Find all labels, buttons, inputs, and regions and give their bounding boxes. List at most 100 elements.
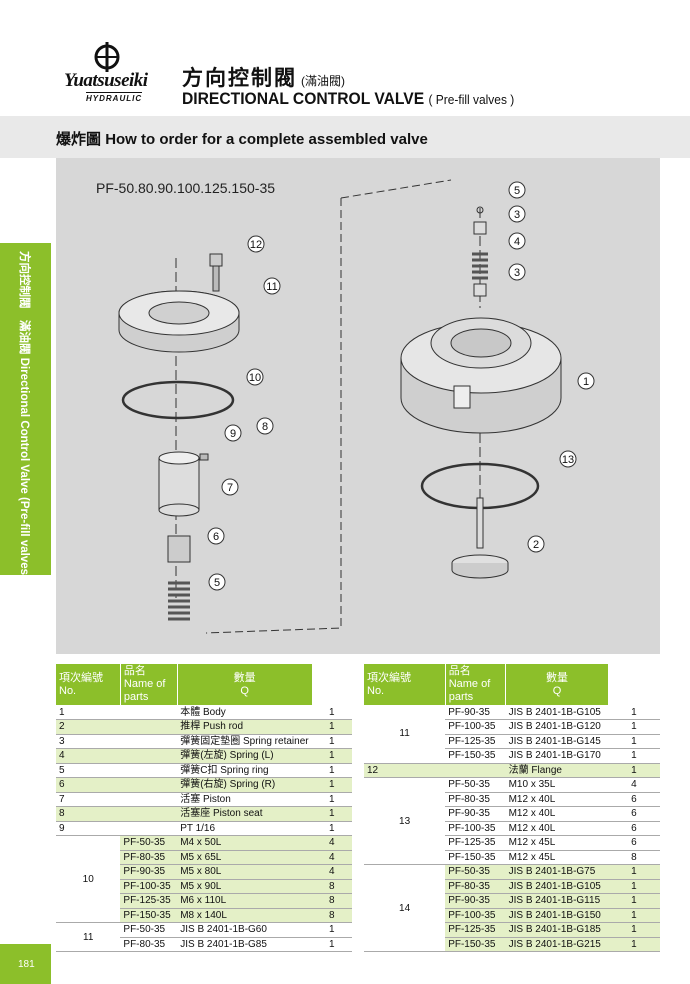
part-name: JIS B 2401-1B-G115 xyxy=(505,893,608,909)
item-number: 10 xyxy=(56,835,121,923)
callout-10: 9 xyxy=(224,424,242,442)
part-name: M5 x 65L xyxy=(177,850,312,865)
part-name: M12 x 45L xyxy=(505,850,608,865)
part-name: M12 x 40L xyxy=(505,792,608,807)
model-variant: PF-125-35 xyxy=(445,835,506,851)
part-name: 彈簧(左旋) Spring (L) xyxy=(177,748,312,764)
item-number: 3 xyxy=(56,734,178,749)
section-header: 爆炸圖 How to order for a complete assemble… xyxy=(0,116,690,158)
part-quantity: 1 xyxy=(607,937,660,952)
svg-text:5: 5 xyxy=(514,185,520,197)
part-quantity: 1 xyxy=(607,893,660,909)
model-variant: PF-80-35 xyxy=(445,792,506,807)
item-number: 7 xyxy=(56,792,178,807)
part-quantity: 1 xyxy=(607,763,660,778)
page-number-box: 181 xyxy=(0,944,51,984)
svg-text:2: 2 xyxy=(533,539,539,551)
item-number: 8 xyxy=(56,806,178,822)
part-name: JIS B 2401-1B-G105 xyxy=(505,705,608,720)
page-title-zh: 方向控制閥 (滿油閥) xyxy=(182,62,345,92)
retainer-3-bottom xyxy=(473,283,487,297)
logo-name: Yuatsuseiki xyxy=(64,70,148,91)
item-number: 1 xyxy=(56,705,178,720)
svg-text:1: 1 xyxy=(583,376,589,388)
svg-text:10: 10 xyxy=(249,372,261,384)
o-ring-11 xyxy=(121,380,235,420)
model-variant: PF-50-35 xyxy=(120,922,178,938)
part-quantity: 1 xyxy=(311,937,352,952)
spring-4 xyxy=(472,252,488,280)
section-title-zh: 爆炸圖 xyxy=(56,131,102,148)
spring-ring-5 xyxy=(476,206,484,214)
callout-14: 13 xyxy=(559,450,577,468)
part-quantity: 1 xyxy=(607,879,660,894)
part-name: JIS B 2401-1B-G215 xyxy=(505,937,608,952)
svg-text:13: 13 xyxy=(562,454,574,466)
model-variant: PF-100-35 xyxy=(445,821,506,836)
item-number: 13 xyxy=(364,777,446,865)
part-name: JIS B 2401-1B-G85 xyxy=(177,937,312,952)
model-variant: PF-150-35 xyxy=(445,937,506,952)
part-name: 活塞座 Piston seat xyxy=(177,806,312,822)
bolt-13 xyxy=(209,253,223,292)
page-number: 181 xyxy=(18,959,35,970)
logo-subtitle: HYDRAULIC xyxy=(86,92,143,103)
callout-7: 6 xyxy=(207,527,225,545)
callout-8: 7 xyxy=(221,478,239,496)
title-en-text: DIRECTIONAL CONTROL VALVE xyxy=(182,89,425,108)
part-name: 活塞 Piston xyxy=(177,792,312,807)
part-name: M4 x 50L xyxy=(177,835,312,851)
model-variant: PF-150-35 xyxy=(445,748,506,764)
part-name: M8 x 140L xyxy=(177,908,312,923)
part-quantity: 1 xyxy=(311,748,352,764)
chapter-side-tab: 方向控制閥 滿油閥 Directional Control Valve (Pre… xyxy=(0,243,51,579)
piston-seat-8 xyxy=(158,451,200,517)
model-variant: PF-50-35 xyxy=(445,777,506,793)
svg-text:11: 11 xyxy=(266,281,277,293)
title-zh-text: 方向控制閥 xyxy=(182,67,297,90)
part-name: M10 x 35L xyxy=(505,777,608,793)
part-name: JIS B 2401-1B-G75 xyxy=(505,864,608,880)
part-name: M6 x 110L xyxy=(177,893,312,909)
svg-text:7: 7 xyxy=(227,482,233,494)
item-number: 12 xyxy=(364,763,506,778)
part-quantity: 4 xyxy=(311,835,352,851)
part-name: JIS B 2401-1B-G185 xyxy=(505,922,608,938)
piston-7 xyxy=(167,535,191,563)
title-en-subtitle: ( Pre-fill valves ) xyxy=(428,92,515,107)
part-quantity: 1 xyxy=(311,821,352,836)
model-variant: PF-50-35 xyxy=(445,864,506,880)
part-name: 彈簧C扣 Spring ring xyxy=(177,763,312,778)
part-name: JIS B 2401-1B-G60 xyxy=(177,922,312,938)
svg-text:9: 9 xyxy=(230,428,236,440)
callout-3a: 3 xyxy=(508,205,526,223)
part-quantity: 6 xyxy=(607,806,660,822)
part-name: 本體 Body xyxy=(177,705,312,720)
svg-text:5: 5 xyxy=(214,577,220,589)
callout-5: 5 xyxy=(508,181,526,199)
part-quantity: 4 xyxy=(311,850,352,865)
title-zh-subtitle: (滿油閥) xyxy=(301,74,345,88)
part-quantity: 1 xyxy=(607,734,660,749)
